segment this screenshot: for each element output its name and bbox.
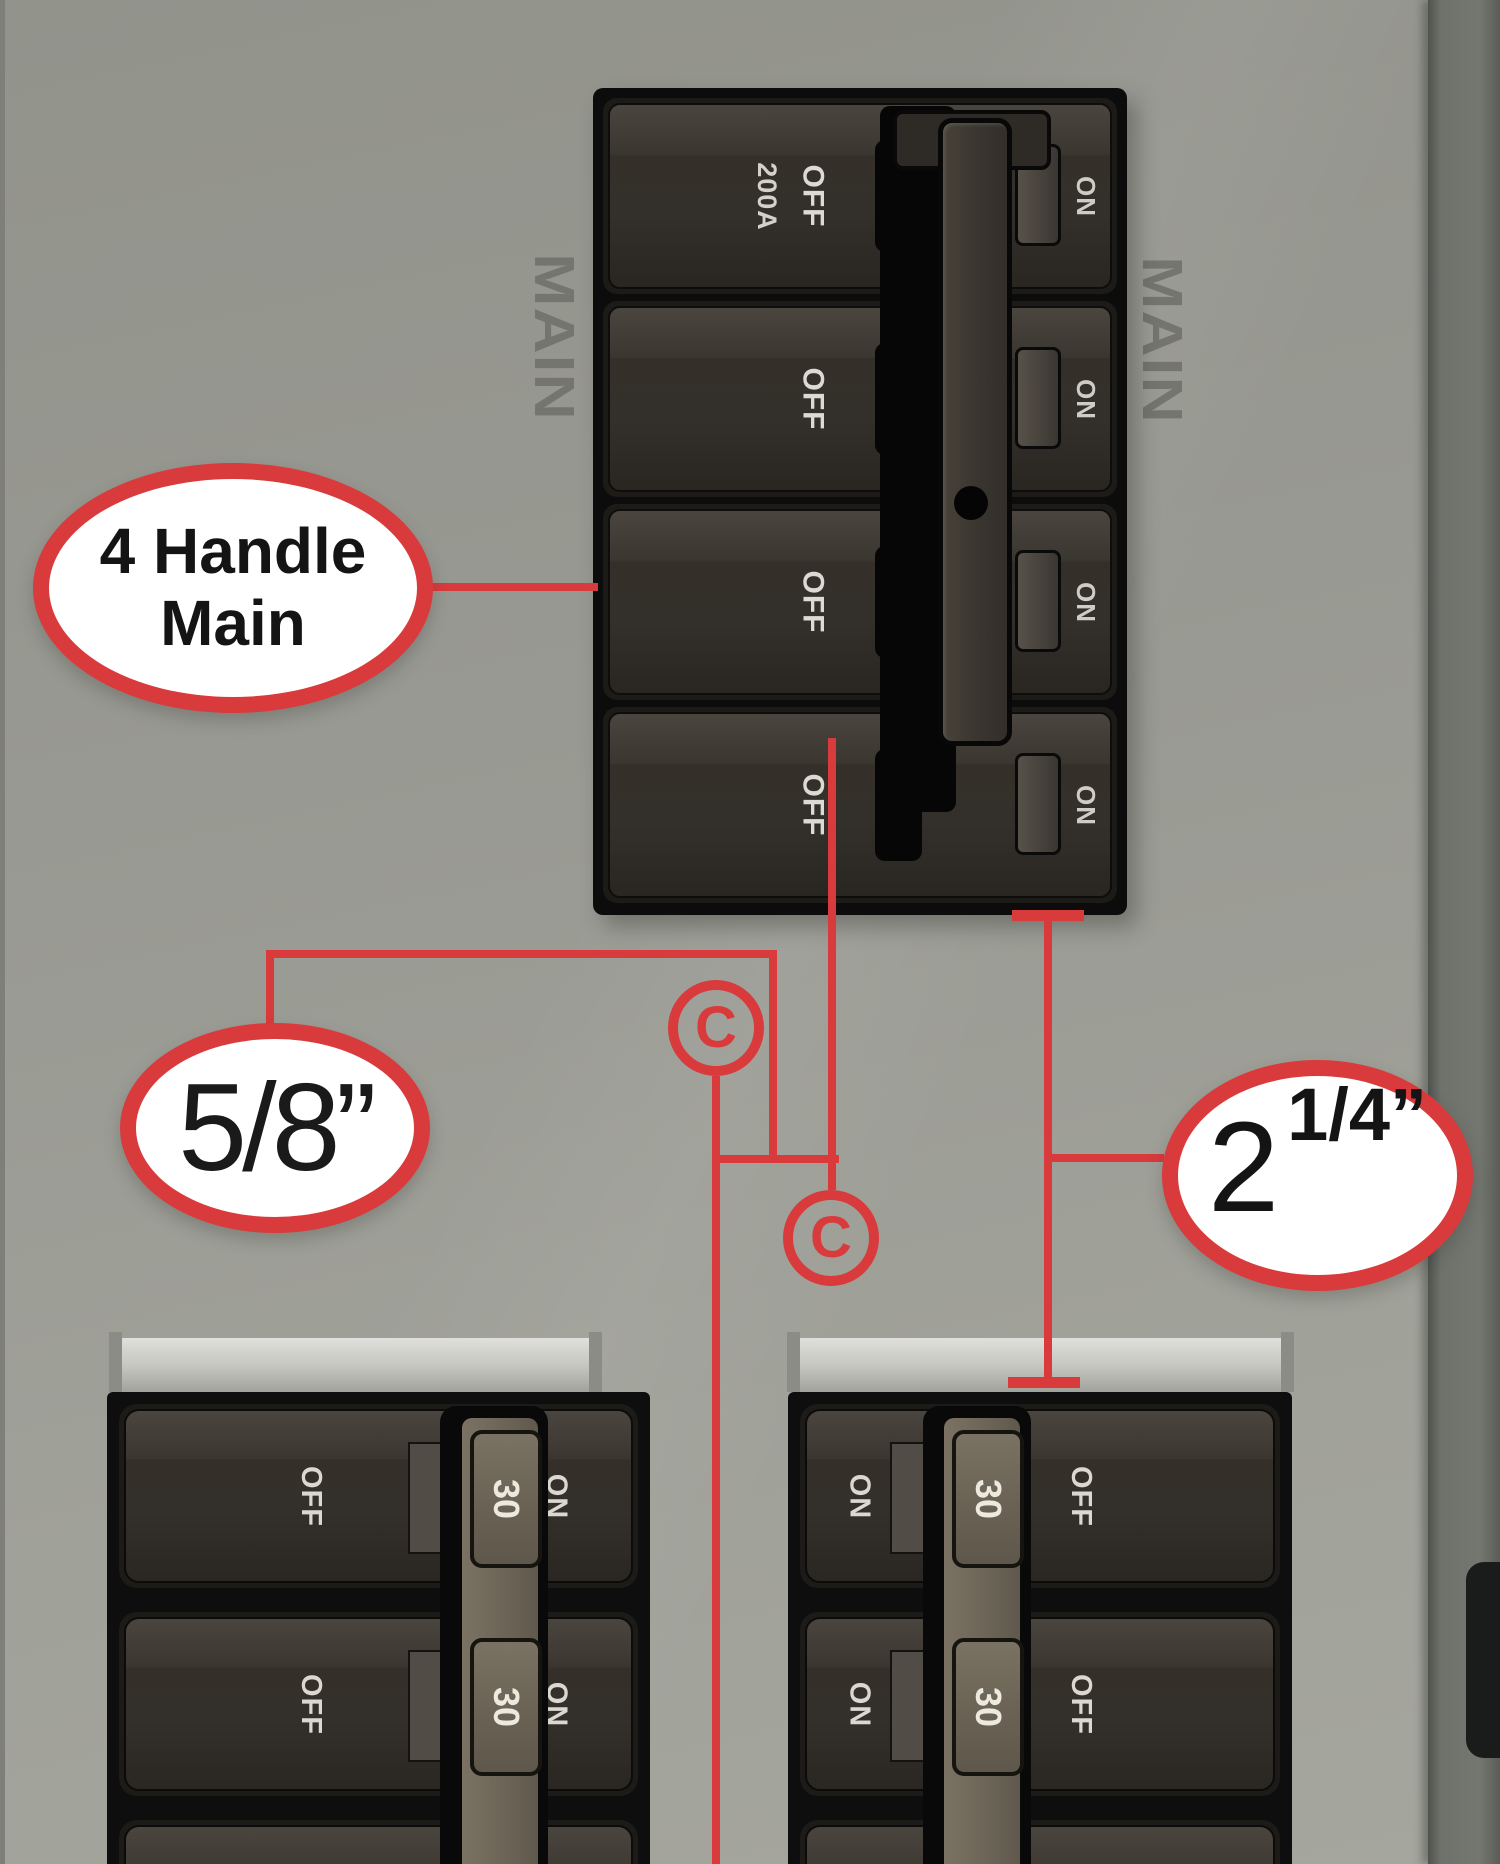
rail-tab — [109, 1332, 122, 1392]
breaker-handle-tab[interactable] — [1015, 347, 1061, 449]
callout-whole-number: 2 — [1207, 1096, 1280, 1239]
tie-bar-rivet — [954, 486, 988, 520]
on-label: ON — [843, 1473, 876, 1519]
breaker-face — [805, 1617, 1275, 1791]
annotation-center-line — [712, 1076, 720, 1864]
off-label: OFF — [1064, 1465, 1097, 1527]
on-label: ON — [1070, 378, 1101, 420]
on-label: ON — [1070, 175, 1101, 217]
panel-left-edge — [0, 0, 5, 1864]
annotation-line-horizontal — [266, 950, 777, 958]
breaker-face — [805, 1825, 1275, 1864]
off-label: OFF — [294, 1465, 327, 1527]
on-label: ON — [1070, 784, 1101, 826]
off-label: OFF — [796, 773, 829, 837]
off-label: OFF — [796, 570, 829, 634]
annotation-line-vertical-right — [769, 950, 777, 1163]
breaker-face — [124, 1617, 633, 1791]
panel-side-band — [1428, 0, 1500, 1864]
rail-tab — [787, 1332, 800, 1392]
dimension-tick-top — [1012, 910, 1084, 921]
annotation-line-from-handle — [828, 738, 836, 1190]
branch-right-row-1: ON OFF — [800, 1404, 1280, 1588]
dimension-line-2-1-4 — [1044, 918, 1052, 1386]
breaker-handle-30[interactable]: 30 — [952, 1430, 1024, 1568]
breaker-handle-30[interactable]: 30 — [952, 1638, 1024, 1776]
callout-text-line2: Main — [160, 587, 306, 659]
rail-highlight-left — [122, 1338, 590, 1392]
breaker-handle-30[interactable]: 30 — [470, 1638, 542, 1776]
off-label: OFF — [1064, 1673, 1097, 1735]
rail-tab — [1281, 1332, 1294, 1392]
leader-line-4-handle-main — [424, 583, 598, 591]
branch-breaker-right: ON OFF ON OFF 30 30 — [788, 1392, 1292, 1864]
callout-fraction: 1/4” — [1287, 1073, 1428, 1156]
off-label: OFF — [796, 367, 829, 431]
main-breaker-row-2: OFF ON — [603, 301, 1117, 497]
leader-line-2-1-4 — [1052, 1154, 1164, 1162]
main-breaker-row-4: OFF ON — [603, 707, 1117, 903]
main-breaker-row-3: OFF ON — [603, 504, 1117, 700]
off-label: OFF — [796, 164, 829, 228]
copyright-icon: C — [668, 980, 764, 1076]
breaker-handle-tab[interactable] — [1015, 753, 1061, 855]
on-label: ON — [1070, 581, 1101, 623]
breaker-handle-tab[interactable] — [1015, 550, 1061, 652]
branch-left-row-3 — [119, 1820, 638, 1864]
branch-left-row-2: OFF ON — [119, 1612, 638, 1796]
main-breaker-block: 200A OFF ON OFF ON OFF ON OFF ON — [593, 88, 1127, 915]
annotation-junction-line — [712, 1155, 839, 1163]
breaker-face — [124, 1409, 633, 1583]
callout-5-8-inch: 5/8” — [120, 1023, 430, 1233]
handle-tie-bar[interactable] — [938, 118, 1012, 746]
dimension-tick-bottom — [1008, 1377, 1080, 1388]
branch-right-row-3 — [800, 1820, 1280, 1864]
callout-text-line1: 4 Handle — [99, 515, 367, 588]
callout-2-1-4-inch: 2 1/4” — [1162, 1060, 1473, 1291]
branch-breaker-left: OFF ON OFF ON 30 30 — [107, 1392, 650, 1864]
branch-left-row-1: OFF ON — [119, 1404, 638, 1588]
handle-recess — [408, 1442, 445, 1554]
copyright-icon: C — [783, 1190, 879, 1286]
breaker-face — [124, 1825, 633, 1864]
rail-tab — [589, 1332, 602, 1392]
on-label: ON — [843, 1681, 876, 1727]
handle-recess — [890, 1650, 927, 1762]
off-label: OFF — [294, 1673, 327, 1735]
breaker-handle-30[interactable]: 30 — [470, 1430, 542, 1568]
panel-side-latch — [1466, 1562, 1500, 1758]
callout-text: 5/8” — [178, 1059, 377, 1197]
handle-recess — [890, 1442, 927, 1554]
handle-recess — [408, 1650, 445, 1762]
annotation-line-to-5-8-callout — [266, 950, 274, 1027]
breaker-face — [805, 1409, 1275, 1583]
branch-right-row-2: ON OFF — [800, 1612, 1280, 1796]
callout-4-handle-main: 4 Handle Main — [33, 463, 433, 713]
